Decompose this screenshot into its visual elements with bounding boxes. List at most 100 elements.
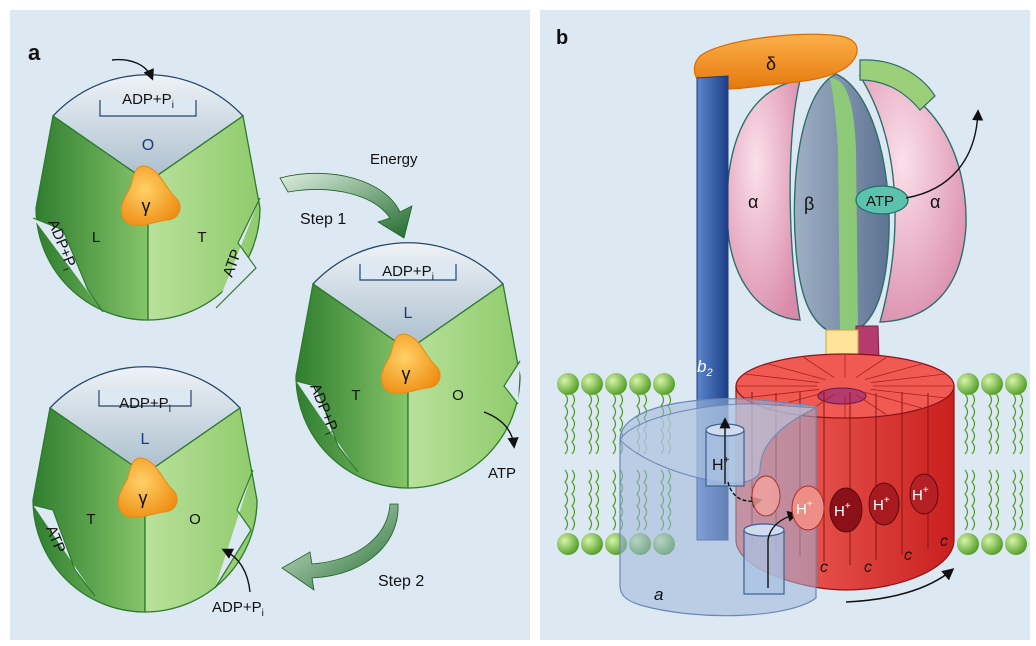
state-3-t: T xyxy=(86,511,95,528)
state-3-left-notch xyxy=(32,504,96,597)
proton-site-empty xyxy=(751,475,781,517)
beta-label: β xyxy=(804,194,814,214)
channel-lower-top xyxy=(743,523,785,537)
lipid-tail xyxy=(964,469,969,531)
c-ring-top-segment xyxy=(870,389,945,399)
c-label-3: c xyxy=(904,547,912,564)
rotation-arrow xyxy=(845,568,955,603)
b2-label: b2 xyxy=(697,357,713,379)
lipid-tail xyxy=(595,469,600,531)
lipid-tail xyxy=(971,393,976,455)
f1-head xyxy=(726,59,967,337)
atp-molecule xyxy=(855,185,909,215)
alpha-left-label: α xyxy=(748,192,758,212)
gamma-subunit-2 xyxy=(380,333,441,394)
panel-b-label: b xyxy=(556,27,568,49)
lipid-tail xyxy=(595,393,600,455)
state-2-top-label: ADP+Pi xyxy=(382,263,434,283)
h-plus-3: H+ xyxy=(873,495,890,514)
atp-release-arrow xyxy=(905,109,984,199)
c-ring-top-segment xyxy=(870,373,945,383)
lipid-head xyxy=(557,373,579,395)
atp-out-arrow xyxy=(483,411,519,449)
state-2-t: T xyxy=(351,387,360,404)
lipid-tail xyxy=(964,393,969,455)
lipid-tail xyxy=(971,469,976,531)
c-ring-hub xyxy=(817,387,867,405)
adp-in-arrow-1 xyxy=(111,58,154,81)
lipid-tail xyxy=(564,393,569,455)
beta-green-stripe xyxy=(830,78,858,336)
proton-entry-arrow xyxy=(767,510,799,588)
c-ring-top-segment xyxy=(855,393,887,415)
h-plus-channel: H+ xyxy=(712,455,730,474)
state-2-right-notch xyxy=(503,360,521,405)
state-3-gamma: γ xyxy=(139,488,148,508)
state-2-left-notch xyxy=(295,380,359,473)
adp-in-label: ADP+Pi xyxy=(212,599,264,619)
step-1-label: Step 1 xyxy=(300,211,346,228)
adp-in-arrow-2 xyxy=(221,548,251,593)
lipid-tail xyxy=(588,393,593,455)
c-ring-top-segment xyxy=(745,389,820,399)
state-1-top-label: ADP+Pi xyxy=(122,91,174,111)
lipid-tail xyxy=(571,469,576,531)
step-2-label: Step 2 xyxy=(378,573,424,590)
delta-label: δ xyxy=(766,54,776,74)
proton-site-3 xyxy=(868,482,900,526)
c-ring-top-segment xyxy=(745,373,820,383)
state-2-left-sector xyxy=(295,282,409,489)
lipid-tail xyxy=(1012,469,1017,531)
lipid-tail xyxy=(1019,393,1024,455)
lipid-head xyxy=(557,533,579,555)
state-1-rotor: γ O L T xyxy=(32,74,261,321)
lipid-head xyxy=(957,373,979,395)
state-1-gamma: γ xyxy=(142,196,151,216)
lipid-tail xyxy=(1012,393,1017,455)
lipid-head xyxy=(1005,533,1027,555)
proton-channel-lower xyxy=(743,523,785,595)
c-label-2: c xyxy=(864,559,872,576)
beta-subunit-back xyxy=(859,59,936,111)
lipid-tail xyxy=(571,393,576,455)
c-ring-top-segment xyxy=(855,357,887,379)
lipid-head xyxy=(581,533,603,555)
gamma-subunit-3 xyxy=(117,457,178,518)
lipid-tail xyxy=(988,469,993,531)
proton-site-4 xyxy=(909,473,939,515)
state-2-l: L xyxy=(404,305,413,322)
lipid-tail xyxy=(1019,469,1024,531)
state-1-l: L xyxy=(92,229,100,246)
c-ring-top-segment xyxy=(864,363,922,381)
c-label-4: c xyxy=(940,533,948,550)
state-2-rotor: γ L T O xyxy=(295,242,521,489)
lipid-tail xyxy=(588,469,593,531)
state-2-o: O xyxy=(452,387,464,404)
state-3-top-notch xyxy=(98,390,192,407)
c-ring-top-segment xyxy=(768,363,826,381)
state-3-o: O xyxy=(189,511,201,528)
state-3-top-sector xyxy=(49,366,241,475)
state-1-t: T xyxy=(197,229,206,246)
state-3-top-label: ADP+Pi xyxy=(119,395,171,415)
state-1-right-notch xyxy=(215,197,261,309)
lipid-tail xyxy=(988,393,993,455)
lipid-bilayer-right xyxy=(957,373,1027,555)
h-plus-1: H+ xyxy=(796,499,813,518)
proton-site-2 xyxy=(829,487,863,533)
state-1-left-notch xyxy=(32,217,104,313)
state-2-top-notch xyxy=(359,264,457,281)
lipid-head xyxy=(629,373,651,395)
h-plus-4: H+ xyxy=(912,485,929,504)
lipid-tail xyxy=(612,393,617,455)
channel-lower-cylinder xyxy=(743,529,785,595)
lipid-head xyxy=(653,373,675,395)
state-3-l: L xyxy=(141,431,150,448)
panel-a-label: a xyxy=(28,40,41,65)
lipid-tail xyxy=(612,469,617,531)
step-1-arrow xyxy=(279,172,413,239)
atp-label: ATP xyxy=(866,193,894,210)
lipid-head xyxy=(981,533,1003,555)
c-label-1: c xyxy=(820,559,828,576)
